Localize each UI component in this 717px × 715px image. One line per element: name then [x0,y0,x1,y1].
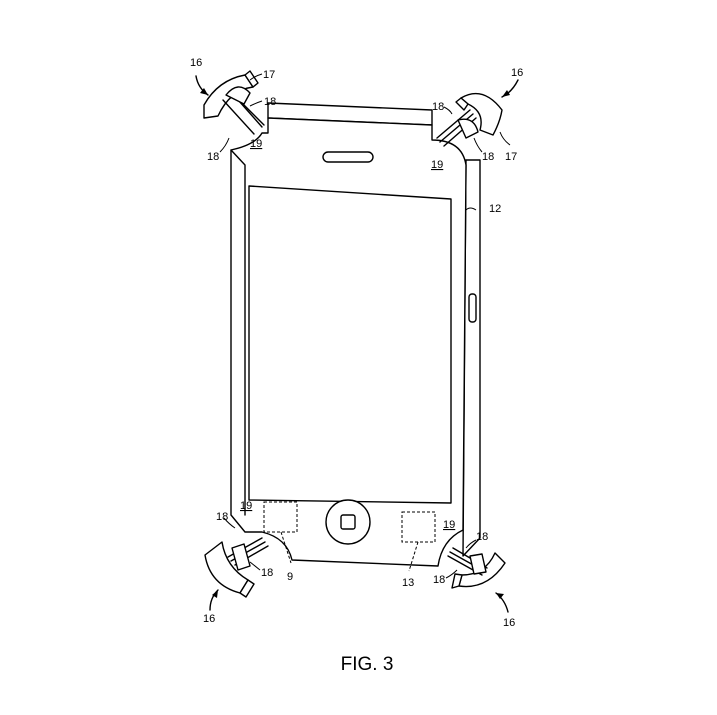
label-18-bottom-left-b: 18 [261,567,273,579]
label-16-bottom-right: 16 [503,617,515,629]
label-18-top-left-a: 18 [264,96,276,108]
label-16-top-left: 16 [190,57,202,69]
label-19-top-left: 19 [250,138,262,150]
label-19-bottom-right: 19 [443,519,455,531]
label-17-top-right: 17 [505,151,517,163]
label-18-bottom-left-a: 18 [216,511,228,523]
label-13: 13 [402,577,414,589]
label-16-bottom-left: 16 [203,613,215,625]
leader-lines [219,73,511,579]
label-9: 9 [287,571,293,583]
label-18-top-right-b: 18 [482,151,494,163]
label-16-top-right: 16 [511,67,523,79]
sensor-13 [401,511,436,543]
bumper-top-right [436,92,503,147]
reference-labels: 16 17 18 18 19 16 18 18 17 19 12 19 18 1… [190,57,523,629]
side-button [468,293,477,323]
label-18-bottom-right-a: 18 [476,531,488,543]
label-17-top-left: 17 [263,69,275,81]
bumper-bottom-left [204,537,269,598]
label-12: 12 [489,203,501,215]
sensor-9 [263,501,298,533]
label-19-top-right: 19 [431,159,443,171]
arrows [195,75,519,613]
bumper-bottom-right [447,547,506,589]
bumper-top-left [203,70,265,135]
label-18-bottom-right-b: 18 [433,574,445,586]
speaker-slot [322,151,374,163]
screen [248,185,452,504]
label-18-top-left-b: 18 [207,151,219,163]
figure-caption: FIG. 3 [341,654,394,675]
label-19-bottom-left: 19 [240,500,252,512]
label-18-top-right-a: 18 [432,101,444,113]
phone-housing [230,102,481,572]
